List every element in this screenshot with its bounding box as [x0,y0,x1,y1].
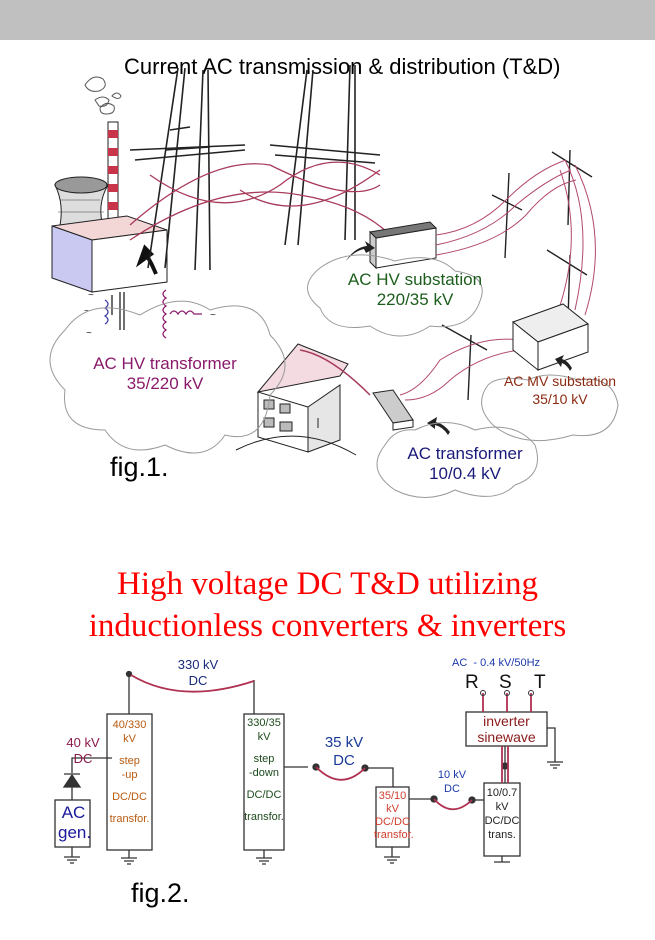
ground-icon [494,856,510,863]
label-line: -down [249,767,279,779]
cloud-outline [376,422,538,498]
label-line: 35/220 kV [126,374,204,393]
label-line: DC [444,783,460,795]
label-line: transfor. [374,829,414,841]
label-line: trans. [488,829,516,841]
cooling-tower-icon [54,176,109,231]
label-line: AC MV substation [503,373,617,389]
smoke-icon [84,76,122,115]
label-line: DC [188,673,208,688]
ground-icon [64,847,80,864]
arrow-icon [555,355,572,371]
label-line: DC [73,751,93,766]
hv-lines [129,161,391,241]
cloud-outline [49,300,286,454]
mv-lines [399,159,596,401]
phase-t: T [534,672,546,693]
label-line: AC [61,803,86,822]
arrow-icon [135,244,158,275]
mv-substation-icon [511,303,590,372]
gen-out-dc-label: 40 kV DC [58,735,108,767]
phase-s: S [499,672,512,693]
svg-text:~: ~ [88,290,94,301]
lv-dc-line [433,798,473,811]
transmission-tower-icon [269,64,381,246]
cloud-outline [481,374,619,442]
cloud-outline [307,254,483,337]
pole-transformer-icon [372,389,414,431]
ground-icon [547,760,563,769]
mv-converter: 35/10 kV DC/DC transfor. [374,790,414,842]
label-line: AC transformer [407,444,523,463]
ground-icon [121,850,137,865]
label-line: 10 kV [437,769,467,781]
label-line: 330/35 [247,717,281,729]
label-line: DC/DC [375,816,410,828]
label-line: 40/330 [112,719,147,731]
arrow-icon [427,417,450,435]
svg-text:~: ~ [86,328,92,339]
arrow-icon [345,241,375,262]
title-line: High voltage DC T&D utilizing [116,566,539,602]
label-line: 35 kV [324,734,364,751]
mv-substation-label: AC MV substation 35/10 kV [490,372,630,408]
svg-text:~: ~ [210,310,216,321]
top-bar [0,0,655,40]
ac-output-spec: AC - 0.4 kV/50Hz [452,657,541,669]
power-plant-icon [51,215,168,293]
hv-substation-icon [368,221,438,270]
house-icon [235,343,371,456]
label-line: sinewave [477,729,536,745]
label-line: transfor. [109,813,150,825]
label-line: -up [121,769,138,781]
label-line: gen. [58,823,92,842]
figure2-caption: fig.2. [131,878,190,908]
hv-dc-label: 330 kV DC [168,657,228,689]
ground-icon [256,850,272,865]
label-line: 40 kV [66,735,100,750]
hv-transformer-label: AC HV transformer 35/220 kV [70,354,260,394]
generator-label: AC gen. [58,803,92,843]
label-line: 10/0.4 kV [429,464,501,483]
title-line: inductionless converters & inverters [88,608,567,644]
transmission-tower-icon [129,67,246,271]
label-line: DC/DC [246,789,282,801]
label-line: kV [495,801,509,813]
mv-dc-label: 35 kV DC [314,734,374,770]
transformer-symbol-icon: ~ ~ ~ ~ [84,289,216,339]
phase-r: R [465,672,479,693]
label-line: kV [386,803,399,815]
figure2-title: High voltage DC T&D utilizing inductionl… [0,563,655,647]
diode-icon [62,773,82,788]
label-line: step [253,753,275,765]
ground-icon [384,847,400,864]
label-line: 330 kV [177,657,219,672]
figure1-title: Current AC transmission & distribution (… [124,54,561,79]
label-line: DC/DC [484,815,520,827]
lv-converter: 10/0.7 kV DC/DC trans. [484,786,520,842]
label-line: AC HV substation [347,270,483,289]
figure1-drawing: ~ ~ ~ ~ [49,64,619,498]
label-line: step [119,755,140,767]
utility-pole-icon [441,149,593,401]
chimney-icon [107,121,119,228]
step-down-converter: 330/35 kV step -down DC/DC transfor. [244,716,284,824]
lv-dc-label: 10 kV DC [430,768,474,796]
label-line: inverter [483,713,530,729]
label-line: 35/10 kV [532,391,588,407]
label-line: transfor. [244,811,284,823]
label-line: 10/0.7 [486,787,518,799]
label-line: DC/DC [112,791,147,803]
inverter: inverter sinewave [466,713,547,745]
hv-substation-label: AC HV substation 220/35 kV [330,270,500,310]
step-up-converter: 40/330 kV step -up DC/DC transfor. [107,718,152,826]
label-line: 35/10 [378,790,407,802]
label-line: 220/35 kV [376,290,454,309]
label-line: DC [333,752,355,769]
label-line: AC HV transformer [93,354,237,373]
ac-transformer-label: AC transformer 10/0.4 kV [395,444,535,484]
label-line: kV [257,731,271,743]
label-line: kV [123,733,136,745]
figure1-caption: fig.1. [110,452,169,482]
